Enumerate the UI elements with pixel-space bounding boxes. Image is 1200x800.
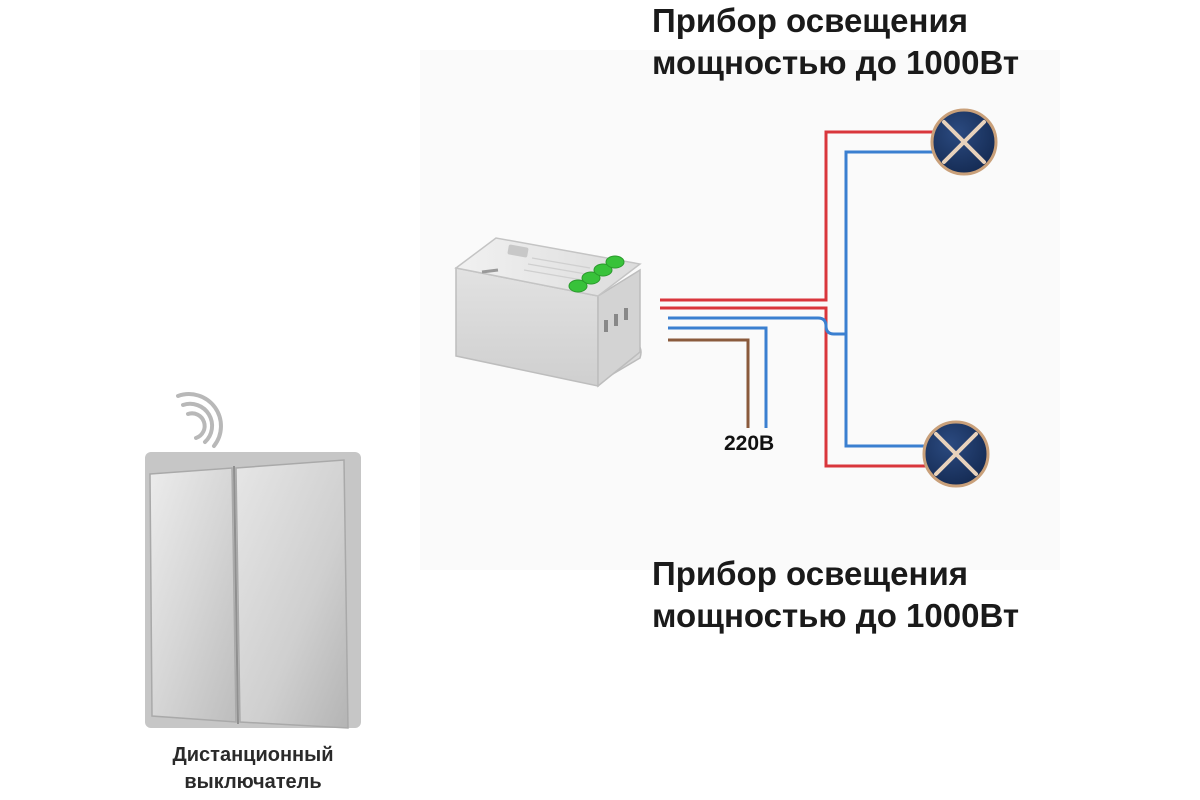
lamp-top-label-line2: мощностью до 1000Вт — [652, 44, 1020, 81]
relay-side-face — [597, 268, 641, 388]
wires — [660, 130, 940, 468]
wire-neutral-to-bottom-lamp — [844, 334, 940, 448]
switch-caption-line1: Дистанционный — [172, 744, 334, 766]
relay-module — [454, 237, 642, 388]
lamp-top-label: Прибор освещения мощностью до 1000Вт — [652, 0, 1132, 84]
lamp-bottom-label-line1: Прибор освещения — [652, 555, 968, 592]
relay-terminals — [568, 255, 625, 293]
supply-voltage-label: 220В — [724, 432, 775, 455]
relay-slot — [481, 268, 499, 274]
relay-button — [507, 244, 529, 258]
switch-caption-line2: выключатель — [184, 771, 322, 793]
lamp-top-label-line1: Прибор освещения — [652, 2, 968, 39]
lamp-top-icon — [930, 108, 998, 176]
switch-key-right — [235, 459, 349, 729]
lamp-bottom-label-line2: мощностью до 1000Вт — [652, 597, 1020, 634]
relay-ribs — [523, 257, 591, 281]
wire-supply-phase — [668, 338, 750, 428]
wire-phase-to-top-lamp — [660, 130, 940, 302]
switch-key-divider — [233, 465, 239, 725]
switch-caption: Дистанционный выключатель — [128, 742, 378, 796]
wire-neutral-to-top-lamp — [668, 150, 940, 336]
remote-switch — [145, 452, 361, 729]
lamp-bottom-icon — [922, 420, 990, 488]
wireless-signal-icon — [176, 392, 223, 448]
switch-key-left — [149, 467, 237, 723]
wire-phase-to-bottom-lamp — [660, 306, 940, 468]
lamp-bottom-label: Прибор освещения мощностью до 1000Вт — [652, 553, 1132, 637]
wire-supply-neutral — [668, 326, 768, 428]
relay-screw-slots — [604, 308, 628, 332]
